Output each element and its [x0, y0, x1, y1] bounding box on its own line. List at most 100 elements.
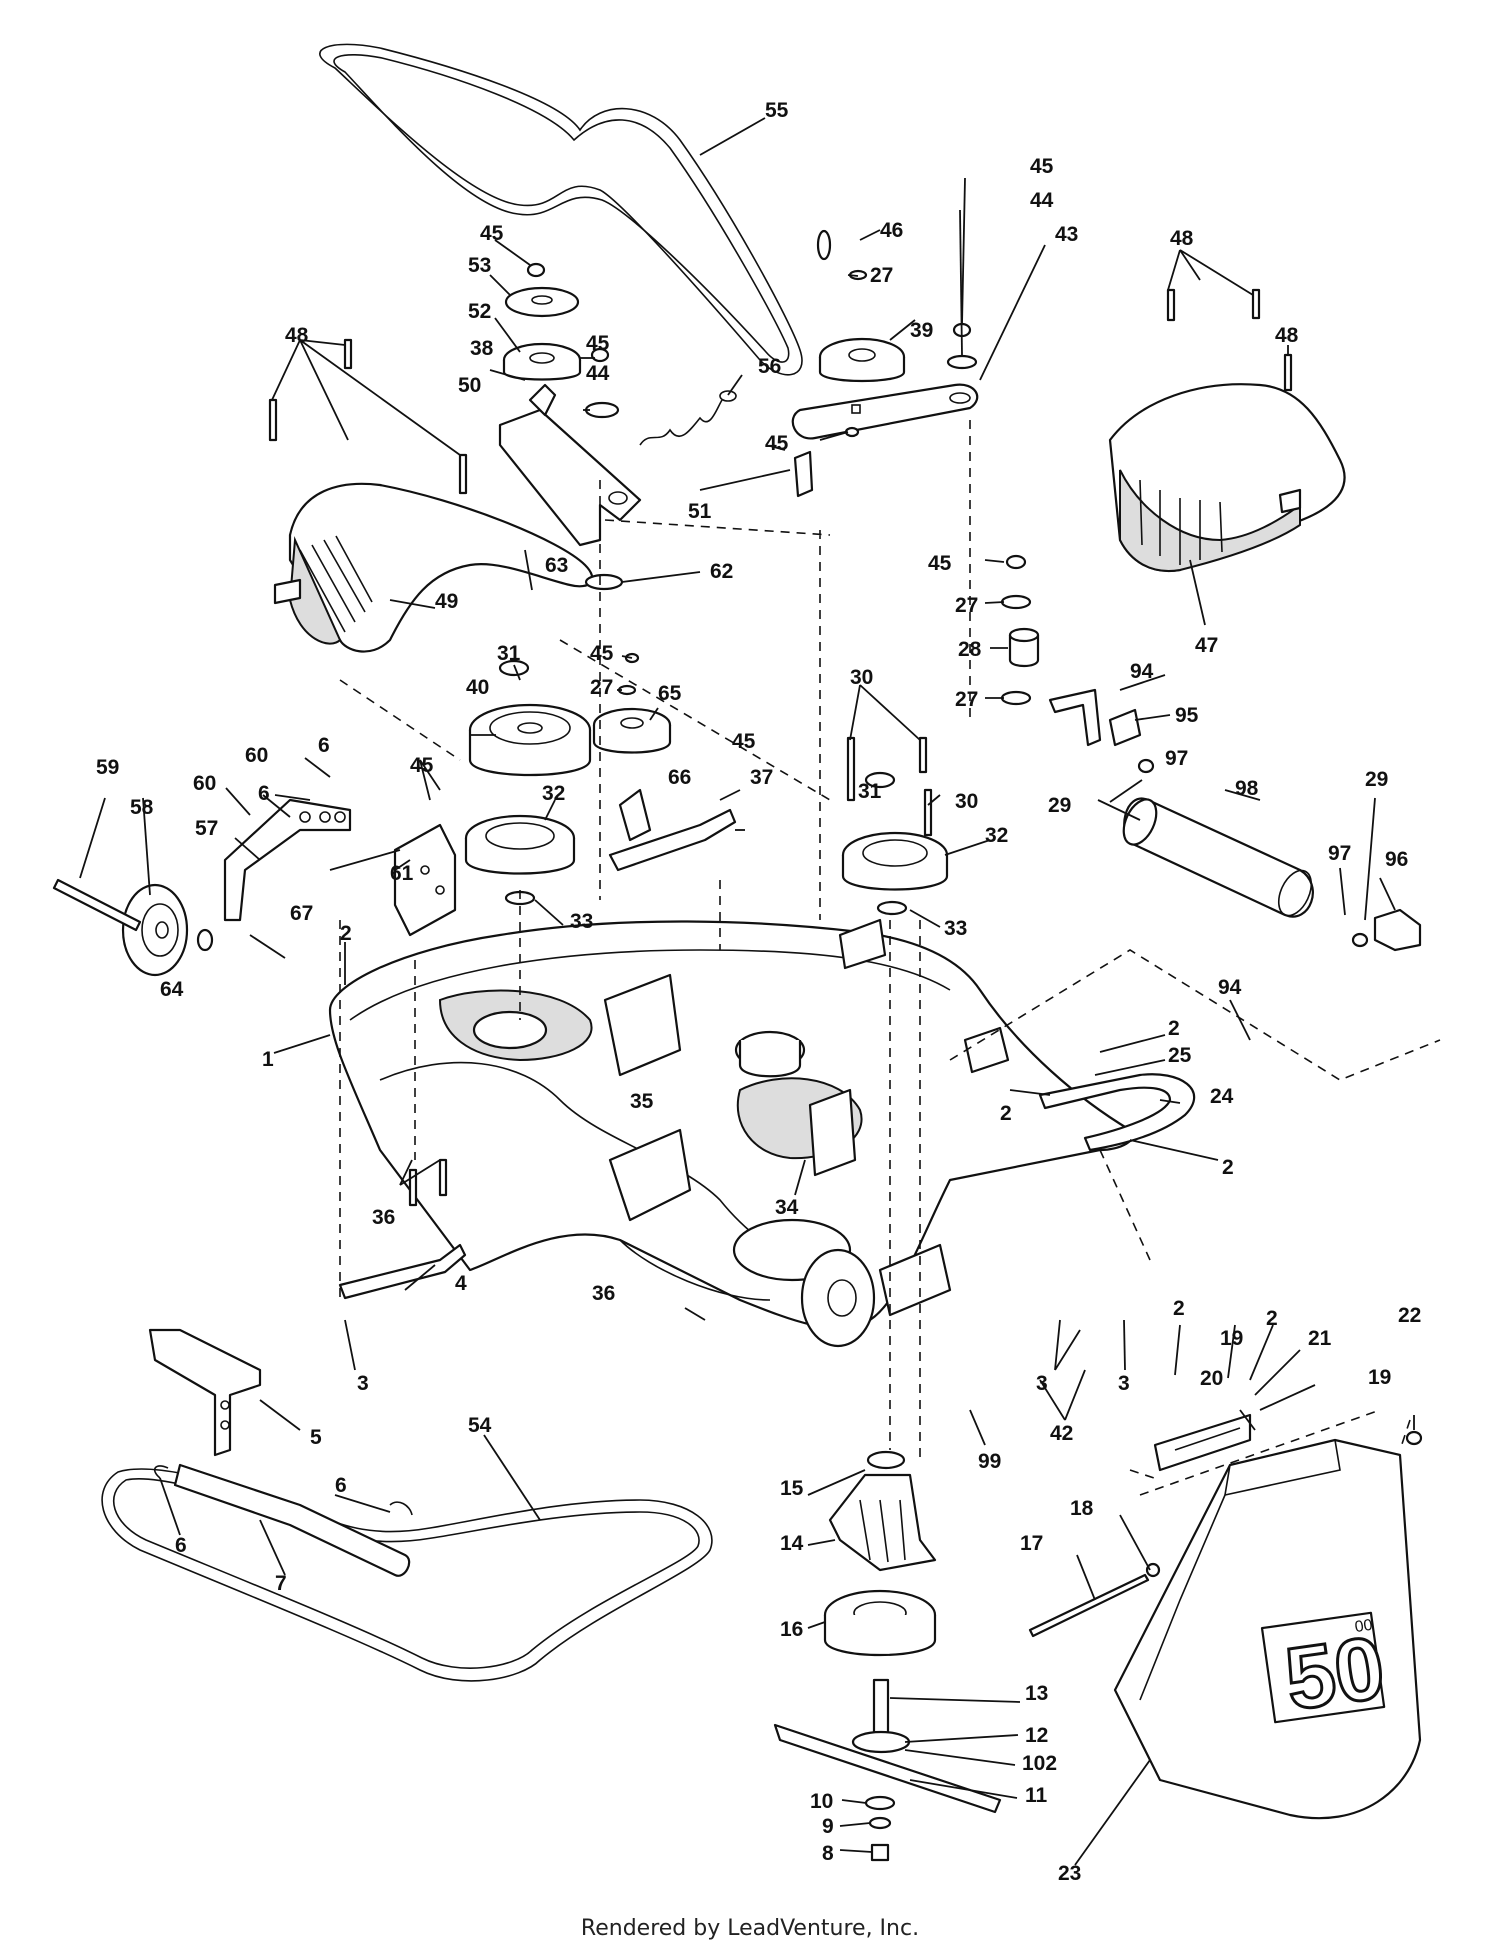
callout-50: 50: [458, 374, 481, 397]
callout-3: 3: [357, 1372, 369, 1395]
callout-30: 30: [955, 790, 978, 813]
shield-size-label: 50: [1280, 1617, 1391, 1729]
callout-6: 6: [258, 782, 270, 805]
belt-cover-47: [1108, 383, 1346, 573]
clip-6d: [389, 1501, 413, 1516]
clip-6c: [153, 1465, 169, 1479]
callout-35: 35: [630, 1090, 654, 1113]
bracket-61: [393, 823, 457, 937]
callout-3: 3: [1118, 1372, 1130, 1395]
gauge-wheel-58: [121, 883, 189, 977]
roller-bracket-96: [1373, 908, 1422, 952]
callout-34: 34: [775, 1196, 799, 1219]
callout-62: 62: [710, 560, 733, 583]
spindle-housing-14: [828, 1473, 937, 1572]
callout-48: 48: [285, 324, 309, 347]
callout-94: 94: [1218, 976, 1242, 999]
callout-48: 48: [1170, 227, 1194, 250]
callout-3: 3: [1036, 1372, 1048, 1395]
rod-17: [1028, 1573, 1150, 1638]
callout-98: 98: [1235, 777, 1259, 800]
callout-96: 96: [1385, 848, 1408, 871]
callout-102: 102: [1022, 1752, 1057, 1775]
callout-64: 64: [160, 978, 184, 1001]
discharge-shield-23: 50 00: [1113, 1438, 1422, 1820]
callout-14: 14: [780, 1532, 804, 1555]
callout-56: 56: [758, 355, 781, 378]
callout-95: 95: [1175, 704, 1199, 727]
callout-2: 2: [1173, 1297, 1185, 1320]
callout-37: 37: [750, 766, 773, 789]
callout-25: 25: [1168, 1044, 1192, 1067]
callout-7: 7: [275, 1572, 287, 1595]
callout-45: 45: [480, 222, 504, 245]
callout-60: 60: [193, 772, 216, 795]
alignment-lines: [339, 420, 1441, 1496]
callout-27: 27: [870, 264, 893, 287]
callout-10: 10: [810, 1790, 833, 1813]
idler-pulley-39: [818, 337, 906, 383]
callout-2: 2: [1000, 1102, 1012, 1125]
callout-45: 45: [410, 754, 434, 777]
callout-21: 21: [1308, 1327, 1332, 1350]
roller-bracket-95: [1048, 688, 1142, 747]
callout-6: 6: [175, 1534, 187, 1557]
callout-47: 47: [1195, 634, 1218, 657]
callout-2: 2: [1168, 1017, 1180, 1040]
pulley-65: [592, 707, 672, 754]
belt-54: [101, 1468, 713, 1682]
callout-49: 49: [435, 590, 458, 613]
callout-45: 45: [586, 332, 610, 355]
spring-56: [639, 390, 737, 446]
bracket-37: [608, 808, 737, 872]
clip-51: [793, 450, 814, 498]
mower-deck-1: [328, 918, 1134, 1330]
callout-44: 44: [586, 362, 610, 385]
callout-59: 59: [96, 756, 119, 779]
callout-9: 9: [822, 1815, 834, 1838]
callout-39: 39: [910, 319, 933, 342]
callout-30: 30: [850, 666, 873, 689]
spacer-28: [1008, 627, 1040, 668]
callout-43: 43: [1055, 223, 1078, 246]
bracket-5: [148, 1328, 262, 1457]
leader-lines: [79, 117, 1415, 1866]
pulley-32a: [464, 814, 576, 875]
callout-36: 36: [592, 1282, 615, 1305]
callout-45: 45: [732, 730, 756, 753]
front-wheel: [800, 1248, 876, 1348]
callout-27: 27: [590, 676, 613, 699]
callout-36: 36: [372, 1206, 395, 1229]
blade-11: [773, 1723, 1002, 1814]
callout-57: 57: [195, 817, 218, 840]
callout-58: 58: [130, 796, 154, 819]
callout-60: 60: [245, 744, 268, 767]
callout-27: 27: [955, 594, 978, 617]
callout-2: 2: [340, 922, 352, 945]
callout-45: 45: [765, 432, 789, 455]
callout-12: 12: [1025, 1724, 1048, 1747]
callout-2: 2: [1266, 1307, 1278, 1330]
roller-98: [1122, 797, 1314, 918]
belt-cover-49: [273, 482, 594, 653]
callout-24: 24: [1210, 1085, 1234, 1108]
callout-38: 38: [470, 337, 494, 360]
callout-55: 55: [765, 99, 789, 122]
callout-63: 63: [545, 554, 568, 577]
spacer-31a: [498, 659, 530, 677]
callout-6: 6: [335, 1474, 347, 1497]
callout-45: 45: [590, 642, 614, 665]
callout-61: 61: [390, 862, 414, 885]
bracket-20: [1153, 1413, 1252, 1472]
callout-46: 46: [880, 219, 903, 242]
callout-16: 16: [780, 1618, 803, 1641]
callout-52: 52: [468, 300, 491, 323]
callout-18: 18: [1070, 1497, 1094, 1520]
idler-arm-43: [791, 383, 979, 440]
callout-19: 19: [1368, 1366, 1391, 1389]
callout-29: 29: [1048, 794, 1071, 817]
callout-66: 66: [668, 766, 691, 789]
callout-8: 8: [822, 1842, 834, 1865]
callout-32: 32: [985, 824, 1008, 847]
